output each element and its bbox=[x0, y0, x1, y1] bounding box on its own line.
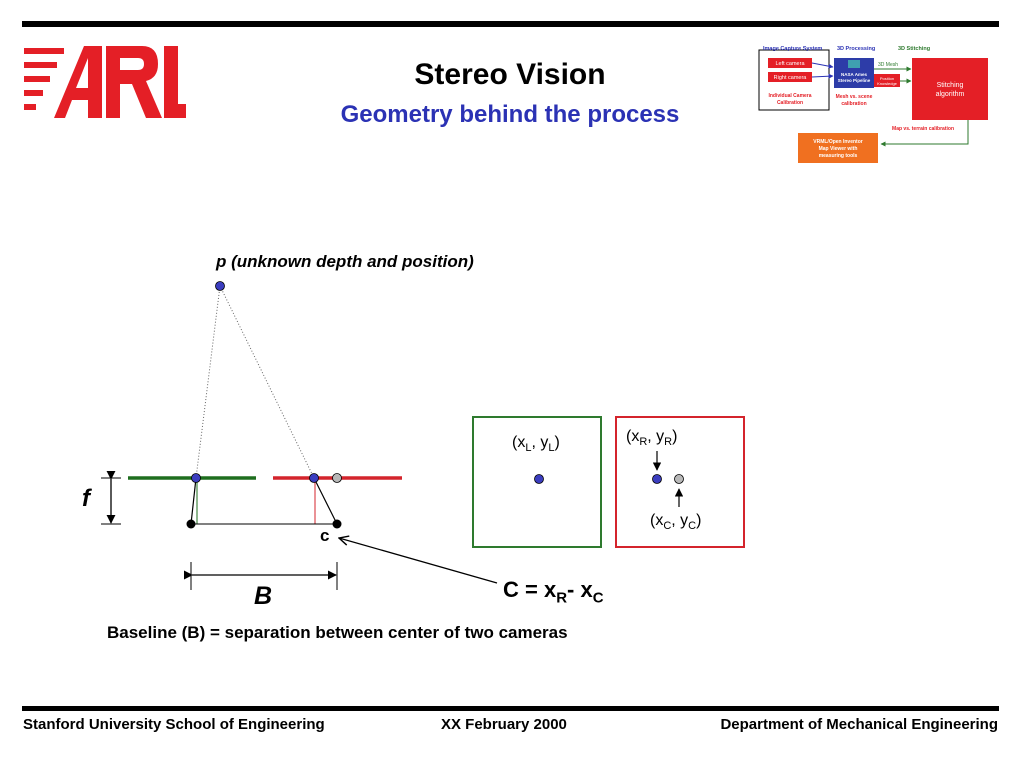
center-coordinate-label: (xC, yC) bbox=[650, 512, 702, 533]
position-knowledge-box bbox=[874, 74, 900, 87]
viewer-line-3: measuring tools bbox=[819, 153, 858, 159]
left-camera-center bbox=[186, 519, 196, 529]
c-label: c bbox=[320, 526, 330, 545]
mesh-calibration-line-2: calibration bbox=[841, 101, 866, 107]
header-capture: Image Capture System bbox=[763, 46, 822, 52]
right-coordinate-label: (xR, yR) bbox=[626, 428, 678, 449]
left-box-point bbox=[534, 474, 544, 484]
position-line-2: Knowledge bbox=[877, 81, 898, 86]
right-image-box bbox=[615, 416, 745, 548]
pipeline-line-1: NASA Ames bbox=[841, 72, 867, 77]
footer-left: Stanford University School of Engineerin… bbox=[23, 716, 325, 733]
stitching-line-1: Stitching bbox=[937, 82, 964, 89]
slide-title: Stereo Vision bbox=[414, 58, 606, 91]
map-calibration-label: Map vs. terrain calibration bbox=[892, 126, 954, 132]
process-flow-diagram: Image Capture System 3D Processing 3D St… bbox=[758, 46, 988, 163]
left-ray bbox=[195, 285, 221, 479]
left-camera-label: Left camera bbox=[775, 61, 805, 67]
mesh-calibration-line-1: Mesh vs. scene bbox=[836, 94, 873, 100]
right-ray bbox=[219, 285, 315, 479]
pipeline-line-2: Stereo Pipeline bbox=[838, 78, 871, 83]
position-line-1: Position bbox=[880, 76, 894, 81]
slide-subtitle: Geometry behind the process bbox=[340, 101, 680, 128]
arl-logo bbox=[24, 46, 186, 118]
right-box-point bbox=[652, 474, 662, 484]
stereo-geometry-figure bbox=[101, 281, 684, 590]
stitching-line-2: algorithm bbox=[936, 91, 965, 98]
baseline-symbol-label: B bbox=[254, 582, 273, 610]
right-camera-box bbox=[768, 72, 812, 82]
disparity-equation: C = xR- xC bbox=[503, 577, 604, 607]
header-processing: 3D Processing bbox=[837, 46, 875, 52]
viewer-line-1: VRML/Open Inventor bbox=[813, 139, 863, 145]
header-stitching: 3D Stitching bbox=[898, 46, 930, 52]
left-coordinate-label: (xL, yL) bbox=[512, 434, 560, 455]
focal-length-label: f bbox=[82, 485, 90, 512]
viewer-line-2: Map Viewer with bbox=[819, 146, 858, 152]
bottom-rule bbox=[22, 706, 999, 711]
baseline-caption: Baseline (B) = separation between center… bbox=[107, 623, 568, 642]
right-camera-center bbox=[332, 519, 342, 529]
footer-right: Department of Mechanical Engineering bbox=[720, 716, 998, 733]
footer-date: XX February 2000 bbox=[441, 716, 567, 733]
left-image-point bbox=[191, 473, 201, 483]
right-camera-label: Right camera bbox=[774, 75, 808, 81]
mesh-arrow-label: 3D Mesh bbox=[878, 62, 898, 68]
left-image-box bbox=[472, 416, 602, 548]
calibration-line-1: Individual Camera bbox=[768, 93, 811, 99]
right-box-center-point bbox=[674, 474, 684, 484]
top-rule bbox=[22, 21, 999, 27]
point-p-label: p (unknown depth and position) bbox=[216, 252, 474, 271]
stitching-algorithm-box bbox=[912, 58, 988, 120]
map-viewer-box bbox=[798, 133, 878, 163]
calibration-line-2: Calibration bbox=[777, 100, 803, 106]
capture-group-box bbox=[758, 49, 830, 111]
point-p bbox=[215, 281, 225, 291]
equation-pointer-arrow bbox=[339, 538, 498, 584]
left-camera-box bbox=[768, 58, 812, 68]
right-image-point bbox=[309, 473, 319, 483]
right-center-point bbox=[332, 473, 342, 483]
